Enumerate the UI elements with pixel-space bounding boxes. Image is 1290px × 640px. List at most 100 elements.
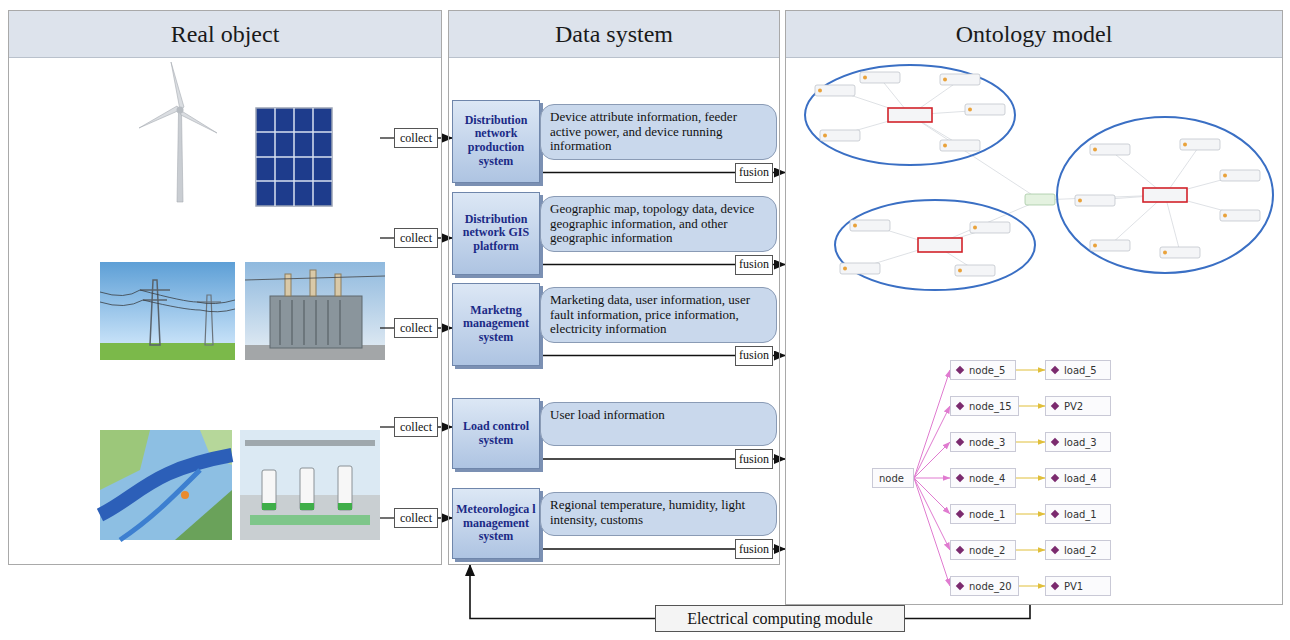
map-image	[100, 430, 232, 540]
ontology-graph	[805, 65, 1015, 165]
transmission-tower-photo	[100, 262, 235, 360]
connector	[540, 172, 735, 173]
ontology-instance: load_5	[1045, 360, 1111, 380]
connector	[438, 237, 452, 238]
box-label: Marketing data, user information, user f…	[550, 293, 767, 337]
connector	[540, 548, 735, 549]
ontology-graph	[805, 65, 1273, 290]
ontology-graph	[910, 115, 1040, 200]
diamond-icon	[956, 402, 964, 410]
box-label: collect	[400, 511, 432, 526]
collect-box: collect	[394, 417, 438, 437]
ontology-graph	[835, 78, 1240, 270]
transmission-tower-photo	[100, 262, 235, 360]
system-box: Meteorologica l management system	[452, 488, 540, 559]
ontology-graph	[965, 104, 1005, 115]
connector	[1016, 514, 1045, 515]
description-box: Regional temperature, humidity, light in…	[540, 492, 777, 536]
box-label: PV2	[1064, 401, 1083, 412]
box-label: fusion	[739, 257, 769, 272]
leader-line	[380, 137, 394, 138]
diamond-icon	[956, 510, 964, 518]
diamond-icon	[1051, 402, 1059, 410]
charging-station-photo	[300, 468, 314, 510]
box-label: node_20	[969, 581, 1012, 592]
connector	[438, 426, 452, 427]
box-label: node_2	[969, 545, 1005, 556]
transmission-tower-photo	[140, 289, 170, 291]
ontology-graph	[835, 200, 1035, 290]
box-label: fusion	[739, 542, 769, 557]
description-box: Device attribute information, feeder act…	[540, 104, 777, 160]
panel: Data systemDistribution network producti…	[448, 10, 780, 565]
map-image	[181, 491, 189, 499]
box-label: PV1	[1064, 581, 1083, 592]
connector	[438, 517, 452, 518]
ontology-graph	[1093, 244, 1097, 248]
description-box: Marketing data, user information, user f…	[540, 287, 777, 343]
box-label: load_5	[1064, 365, 1097, 376]
connector	[438, 327, 452, 328]
ontology-graph	[820, 130, 860, 141]
connector	[914, 478, 950, 479]
box-label: node	[879, 473, 904, 484]
box-label: Distribution network GIS platform	[455, 213, 537, 254]
system-box: Distribution network production system	[452, 100, 540, 183]
box-label: collect	[400, 231, 432, 246]
ontology-graph	[958, 269, 962, 273]
solar-panel	[256, 180, 332, 182]
system-box: Load control system	[452, 398, 540, 469]
connector	[540, 264, 735, 265]
transformer-photo	[270, 296, 362, 348]
ontology-graph	[1090, 144, 1130, 155]
transformer-photo	[279, 300, 281, 345]
ontology-graph	[1160, 247, 1200, 258]
box-label: Marketng management system	[455, 304, 537, 345]
ontology-graph	[850, 220, 890, 231]
ontology-graph	[843, 267, 847, 271]
charging-station-photo	[262, 503, 276, 510]
fusion-box: fusion	[735, 449, 773, 469]
ontology-instance: load_1	[1045, 504, 1111, 524]
leader-line	[380, 237, 394, 238]
diamond-icon	[1051, 474, 1059, 482]
leader-line	[380, 327, 394, 328]
ontology-graph	[818, 89, 822, 93]
ontology-graph	[1093, 148, 1097, 152]
box-label: node_15	[969, 401, 1012, 412]
ontology-graph	[943, 144, 947, 148]
diamond-icon	[1051, 366, 1059, 374]
ontology-graph	[815, 72, 1260, 276]
connector	[470, 565, 655, 619]
box-label: User load information	[550, 408, 767, 423]
wind-turbine	[139, 62, 217, 202]
ontology-graph	[853, 224, 857, 228]
ontology-graph	[1025, 194, 1055, 205]
ontology-graph	[940, 140, 980, 151]
ontology-instance: load_3	[1045, 432, 1111, 452]
ontology-graph	[840, 263, 880, 274]
ontology-instance: PV1	[1045, 576, 1111, 596]
ontology-instance: node_3	[950, 432, 1016, 452]
diamond-icon	[956, 546, 964, 554]
ontology-graph	[1220, 210, 1260, 221]
connector	[914, 370, 950, 478]
solar-panel	[256, 131, 332, 133]
collect-box: collect	[394, 128, 438, 148]
box-label: Real object	[171, 21, 280, 48]
connector	[914, 406, 950, 478]
connectors	[438, 138, 1045, 619]
box-label: Data system	[555, 21, 673, 48]
ontology-instance: node_4	[950, 468, 1016, 488]
collect-box: collect	[394, 508, 438, 528]
transformer-photo	[245, 262, 385, 360]
box-label: load_2	[1064, 545, 1097, 556]
ontology-instance: PV2	[1045, 396, 1111, 416]
box-label: Meteorologica l management system	[455, 503, 537, 544]
panel-header: Real object	[9, 11, 441, 58]
box-label: load_1	[1064, 509, 1097, 520]
wind-turbine	[180, 110, 217, 133]
transformer-photo	[291, 300, 293, 345]
connector	[1016, 370, 1045, 371]
box-label: node_4	[969, 473, 1005, 484]
